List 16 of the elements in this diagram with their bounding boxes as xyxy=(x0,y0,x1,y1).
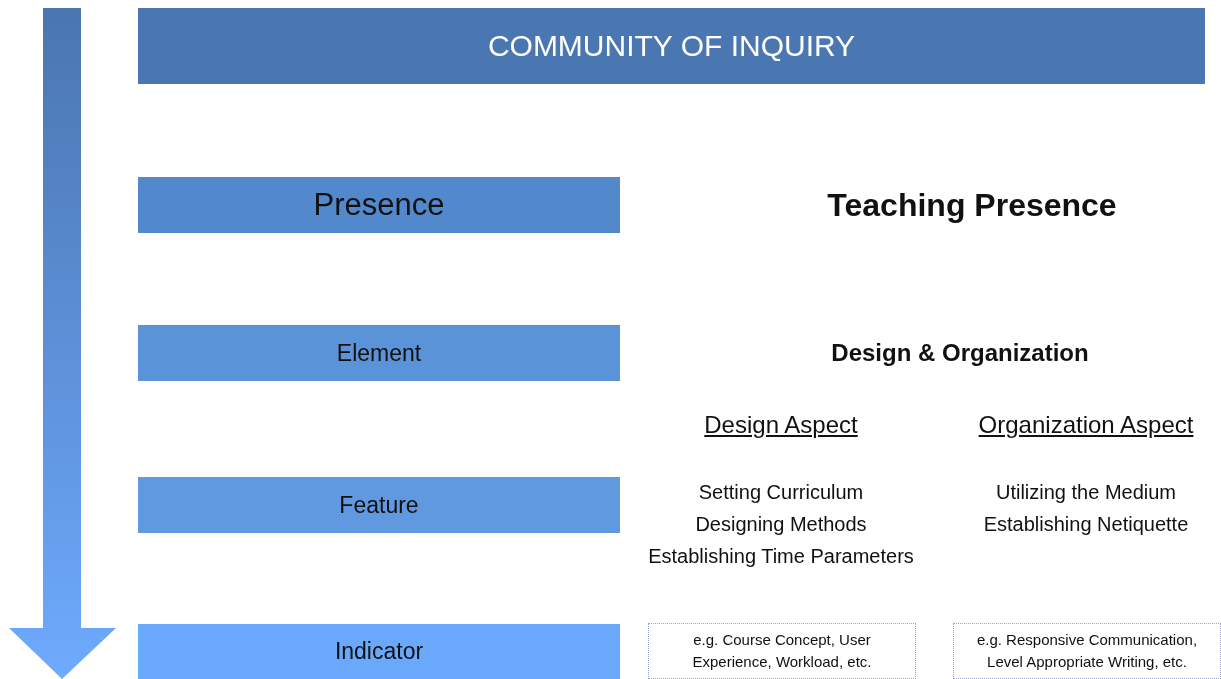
level-bar: Presence xyxy=(138,177,620,233)
example-box: e.g. Responsive Communication, Level Appropriate Writing, etc. xyxy=(953,623,1221,679)
feature-item: Setting Curriculum xyxy=(698,480,864,504)
feature-item: Utilizing the Medium xyxy=(995,480,1177,504)
subheading: Design & Organization xyxy=(831,339,1089,367)
example-box: e.g. Course Concept, User Experience, Workload, etc. xyxy=(648,623,916,679)
level-bar: Indicator xyxy=(138,624,620,679)
feature-item: Establishing Time Parameters xyxy=(648,544,914,568)
title-banner: COMMUNITY OF INQUIRY xyxy=(138,8,1205,84)
aspect-heading: Organization Aspect xyxy=(978,411,1194,439)
heading: Teaching Presence xyxy=(827,186,1117,224)
level-bar: Feature xyxy=(138,477,620,533)
feature-item: Establishing Netiquette xyxy=(983,512,1189,536)
level-bar: Element xyxy=(138,325,620,381)
feature-item: Designing Methods xyxy=(695,512,867,536)
aspect-heading: Design Aspect xyxy=(704,411,858,439)
